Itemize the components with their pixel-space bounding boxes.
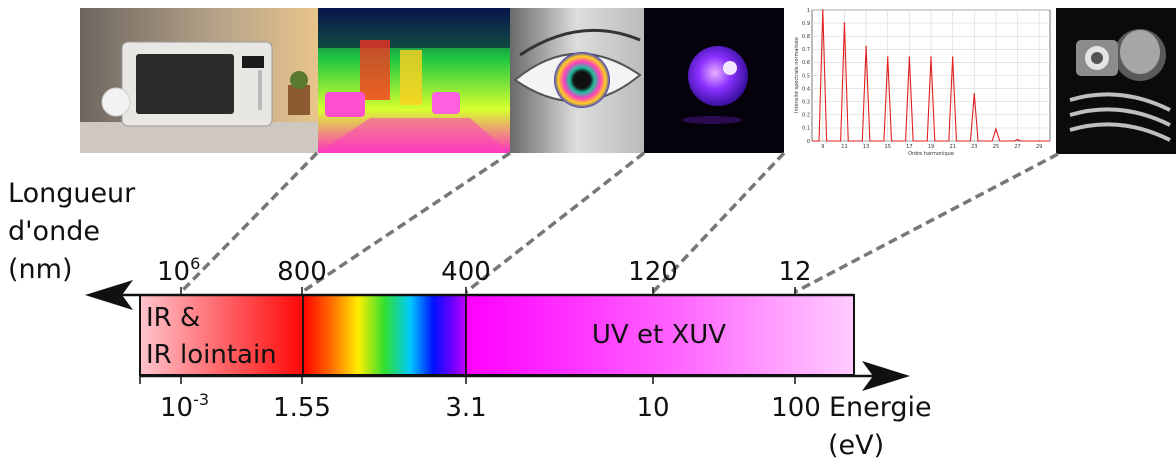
- inset-peak-point: [1016, 138, 1019, 141]
- spectrum-band: [139, 294, 855, 376]
- inset-y-tick-label: 0.2: [802, 113, 810, 119]
- inset-peak-point: [995, 128, 997, 131]
- energy-tick-3.1: 3.1: [445, 393, 486, 423]
- inset-peak-point: [930, 56, 932, 58]
- ir-band-label-line2: IR lointain: [146, 340, 277, 370]
- inset-peak-point: [973, 93, 976, 95]
- inset-peak-point: [951, 56, 954, 58]
- wavelength-tick-120: 120: [628, 257, 678, 287]
- visible-band: [303, 295, 466, 375]
- inset-x-tick-label: 23: [971, 144, 977, 150]
- energy-tick-10: 10: [636, 393, 669, 423]
- photo-microwave: [80, 8, 320, 153]
- inset-x-axis-label: Ordre harmonique: [908, 151, 954, 157]
- inset-y-axis-label: Intensité spectrale normalisée: [793, 37, 800, 113]
- inset-x-tick-label: 29: [1036, 144, 1042, 150]
- wavelength-axis: [85, 280, 854, 310]
- wavelength-axis-title-line2: d'onde: [8, 216, 100, 247]
- inset-x-tick-label: 21: [949, 144, 955, 150]
- inset-y-tick-label: 0: [807, 139, 810, 145]
- uv-band-label: UV et XUV: [592, 320, 726, 350]
- inset-x-tick-label: 17: [906, 144, 912, 150]
- inset-peak-point: [1038, 140, 1040, 142]
- inset-y-tick-label: 0.8: [802, 34, 810, 40]
- photo-eye: [510, 8, 644, 153]
- wavelength-axis-title-line3: (nm): [8, 254, 72, 285]
- uv-band: [466, 295, 854, 375]
- inset-y-tick-label: 0.6: [802, 60, 810, 66]
- inset-y-tick-label: 0.5: [802, 73, 810, 79]
- inset-x-tick-label: 13: [863, 144, 869, 150]
- ir-band: [140, 295, 303, 375]
- inset-x-tick-label: 27: [1014, 144, 1020, 150]
- photo-uv-lamp: [644, 8, 784, 153]
- inset-y-tick-label: 0.4: [802, 86, 810, 92]
- left-arrowhead: [85, 280, 133, 310]
- energy-axis-title-line1: Energie: [829, 392, 932, 423]
- energy-tick-1.55: 1.55: [273, 393, 331, 423]
- wavelength-tick-1e6: 106: [157, 254, 200, 287]
- energy-tick-100: 100: [771, 393, 821, 423]
- inset-peak-point: [886, 56, 889, 58]
- ir-band-label-line1: IR &: [146, 303, 200, 333]
- inset-x-tick-label: 19: [928, 144, 934, 150]
- inset-x-tick-label: 9: [821, 144, 824, 150]
- inset-y-tick-label: 0.9: [802, 21, 810, 27]
- inset-x-tick-label: 25: [993, 144, 999, 150]
- inset-y-tick-label: 0.7: [802, 47, 810, 53]
- photo-xray: [1056, 8, 1176, 154]
- wavelength-tick-800: 800: [277, 257, 327, 287]
- harmonic-spectrum-inset: 9 11 13 15 17 19 21 23 25 27 29 0 0.1 0.2 0.3 0.4 0.5 0.6…: [790, 4, 1054, 162]
- wavelength-axis-title-line1: Longueur: [8, 178, 136, 209]
- inset-y-tick-label: 0.3: [802, 100, 810, 106]
- inset-y-tick-label: 1: [807, 8, 810, 14]
- inset-x-tick-label: 15: [885, 144, 891, 150]
- inset-peak-point: [865, 45, 867, 48]
- energy-tick-1e-3: 10-3: [160, 390, 209, 423]
- energy-axis: [139, 361, 910, 391]
- energy-axis-title-line2: (eV): [828, 430, 884, 461]
- wavelength-tick-12: 12: [778, 257, 811, 287]
- inset-peak-point: [908, 56, 911, 58]
- inset-y-tick-label: 0.1: [802, 126, 810, 132]
- right-arrowhead: [862, 361, 910, 391]
- wavelength-tick-400: 400: [441, 257, 491, 287]
- inset-peak-point: [843, 22, 846, 24]
- photo-thermal-street: [318, 8, 510, 153]
- connector-lines: [179, 151, 1059, 294]
- inset-peak-point: [822, 9, 824, 11]
- inset-x-tick-label: 11: [841, 144, 847, 150]
